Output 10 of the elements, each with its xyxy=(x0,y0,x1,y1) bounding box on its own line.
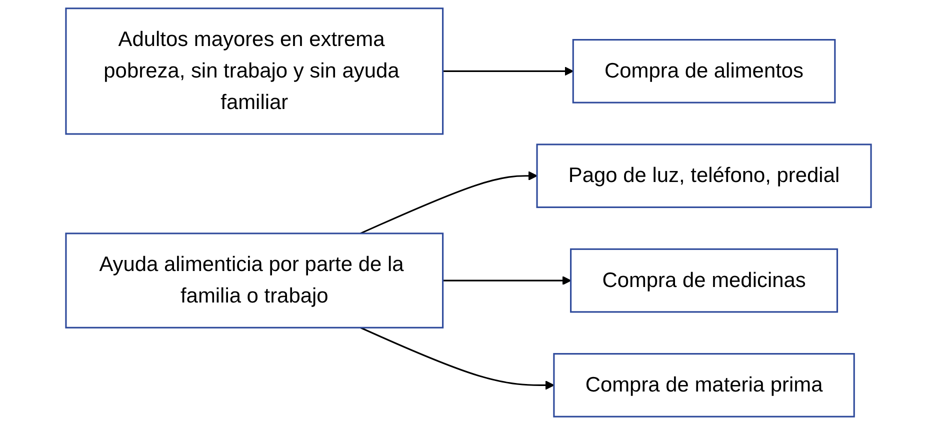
node-box: Ayuda alimenticia por parte de la familia o trabajo xyxy=(65,232,444,328)
node-box: Pago de luz, teléfono, predial xyxy=(536,144,872,208)
node-box: Adultos mayores en extrema pobreza, sin trabajo y sin ayuda familiar xyxy=(65,8,444,135)
node-box: Compra de medicinas xyxy=(570,248,838,313)
arrow xyxy=(360,326,554,390)
arrow xyxy=(442,66,574,76)
node-box: Compra de materia prima xyxy=(553,353,855,418)
node-box: Compra de alimentos xyxy=(572,39,836,104)
arrow xyxy=(442,276,572,286)
arrow xyxy=(360,171,538,234)
